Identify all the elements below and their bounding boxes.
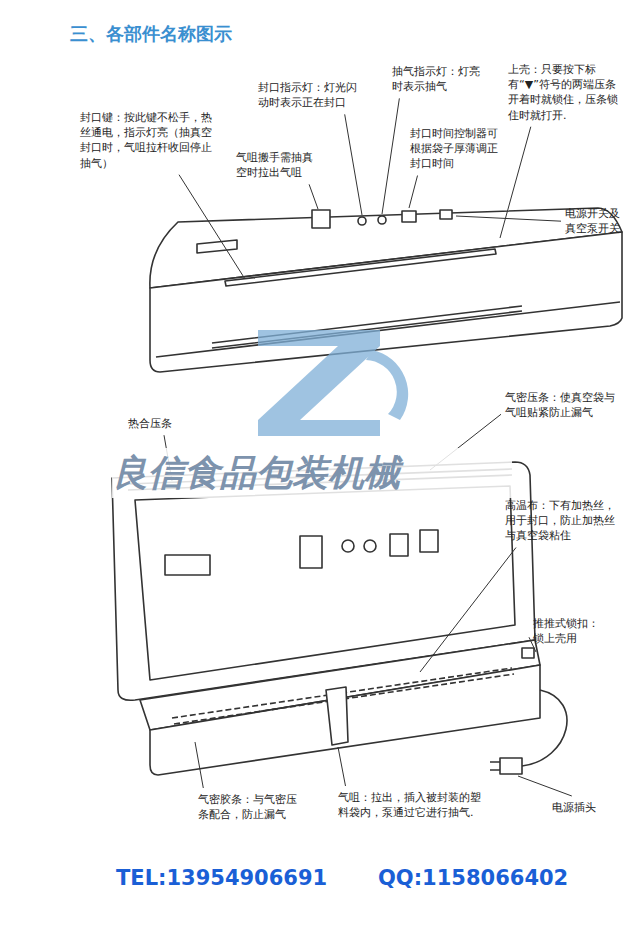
footer-qq: QQ:1158066402 [378, 864, 618, 893]
callout-label: 气密胶条：与气密压条配合，防止漏气 [198, 792, 304, 822]
leader-line [456, 216, 561, 221]
front-ridge [156, 302, 620, 357]
callout-label: 封口指示灯：灯光闪动时表示正在封口 [258, 80, 360, 110]
lamp [378, 216, 386, 224]
leader-line [518, 776, 572, 796]
timer-knob [402, 211, 416, 222]
callout-label: 气咀搬手需抽真空时拉出气咀 [236, 150, 322, 180]
lamp [364, 540, 376, 552]
nozzle [326, 687, 348, 745]
leader-line [409, 176, 418, 208]
callout-label: 封口时间控制器可根据袋子厚薄调正封口时间 [410, 126, 504, 172]
leader-line [345, 114, 362, 215]
callout-label: 推推式锁扣：锁上壳用 [533, 616, 607, 646]
leader-line [500, 127, 531, 238]
footer-phone: TEL:13954906691 [116, 864, 366, 893]
plug-prongs [490, 762, 500, 770]
lamp [342, 540, 354, 552]
switch [440, 210, 452, 219]
plug [500, 758, 522, 774]
leader-line [382, 98, 399, 214]
callout-label: 封口键：按此键不松手，热丝通电，指示灯亮（抽真空封口时，气咀拉杆收回停止抽气） [80, 110, 212, 171]
base-front [150, 665, 540, 775]
section-title: 三、各部件名称图示 [70, 22, 232, 47]
switch [420, 530, 438, 552]
lever [300, 536, 322, 568]
callout-label: 电源开关及真空泵开关 [565, 206, 629, 236]
lock [522, 648, 534, 658]
display [165, 555, 210, 575]
display [197, 240, 237, 253]
callout-label: 气密压条：使真空袋与气咀贴紧防止漏气 [505, 390, 615, 420]
front-face [150, 232, 622, 372]
callout-label: 电源插头 [552, 800, 618, 815]
callout-label: 热合压条 [128, 416, 200, 431]
leader-line [195, 742, 203, 788]
leader-line [179, 175, 245, 279]
callout-label: 气咀：拉出，插入被封装的塑料袋内，泵通过它进行抽气. [338, 790, 488, 820]
callout-label: 上壳：只要按下标有“▼”符号的两端压条开着时就锁住，压条锁住时就打开. [508, 62, 622, 123]
lamp [358, 217, 366, 225]
leader-line [309, 184, 318, 209]
watermark: 良信食品包装机械 [112, 448, 512, 498]
callout-label: 高温布：下有加热丝，用于封口，防止加热丝与真空袋粘住 [505, 498, 615, 544]
leader-line [338, 747, 346, 786]
timer-knob [390, 534, 408, 556]
cord [522, 690, 567, 766]
seal-key [225, 249, 496, 286]
leader-line [420, 548, 516, 672]
watermark-logo [258, 330, 408, 436]
callout-label: 抽气指示灯：灯亮时表示抽气 [392, 64, 484, 94]
lever [312, 210, 330, 228]
